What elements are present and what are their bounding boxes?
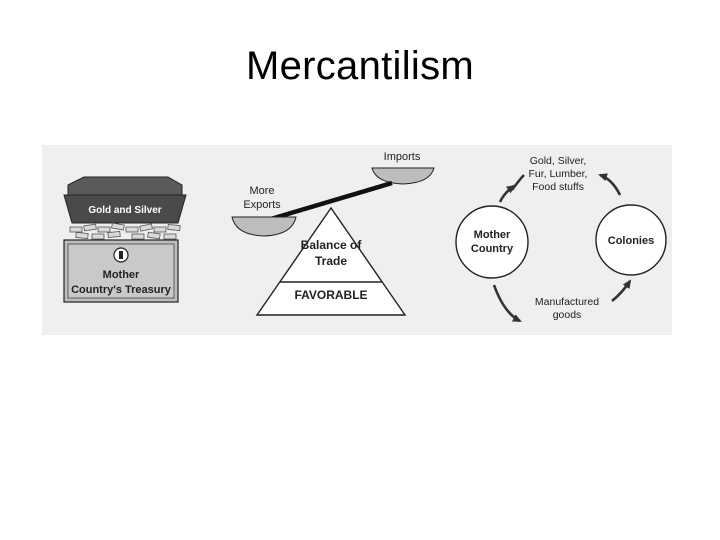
coin-icon — [113, 247, 129, 263]
manufactured-goods-arrow — [492, 284, 522, 323]
mercantilism-diagram: Gold and Silver — [63, 151, 667, 323]
manufactured-goods-line1: Manufactured — [535, 296, 599, 308]
imports-label: Imports — [384, 151, 421, 163]
colonies-label: Colonies — [608, 235, 654, 247]
mother-country-circle — [455, 205, 529, 279]
balance-group: Imports More Exports Balance of Trade FA… — [231, 151, 435, 316]
raw-materials-arrow — [598, 173, 622, 196]
slide-title: Mercantilism — [245, 44, 475, 88]
imports-pan — [371, 167, 435, 185]
chest-body — [63, 194, 187, 224]
manufactured-goods-line2: goods — [553, 309, 582, 321]
raw-materials-line3: Food stuffs — [532, 181, 584, 193]
fulcrum-triangle — [255, 206, 407, 316]
exports-label-line2: Exports — [243, 199, 281, 211]
treasury-group: Gold and Silver — [63, 176, 187, 303]
cycle-group: Mother Country Colonies Gold, Silver, Fu… — [455, 155, 667, 323]
raw-materials-line2: Fur, Lumber, — [529, 168, 588, 180]
raw-materials-line1: Gold, Silver, — [530, 155, 587, 167]
gold-bars-pile — [69, 222, 181, 240]
colonies-circle — [595, 204, 667, 276]
exports-pan — [231, 216, 297, 237]
mother-country-line2: Country — [471, 243, 514, 255]
treasury-label-line2: Country's Treasury — [71, 284, 172, 296]
balance-label-line1: Balance of — [301, 238, 363, 252]
treasury-label-line1: Mother — [103, 269, 140, 281]
balance-beam — [263, 180, 393, 224]
favorable-label: FAVORABLE — [294, 288, 367, 302]
chest-label: Gold and Silver — [88, 205, 161, 216]
mercantilism-figure: Gold and Silver — [42, 145, 672, 335]
mother-country-line1: Mother — [474, 229, 511, 241]
balance-label-line2: Trade — [315, 254, 347, 268]
chest-lid — [67, 176, 183, 196]
exports-label-line1: More — [249, 185, 274, 197]
